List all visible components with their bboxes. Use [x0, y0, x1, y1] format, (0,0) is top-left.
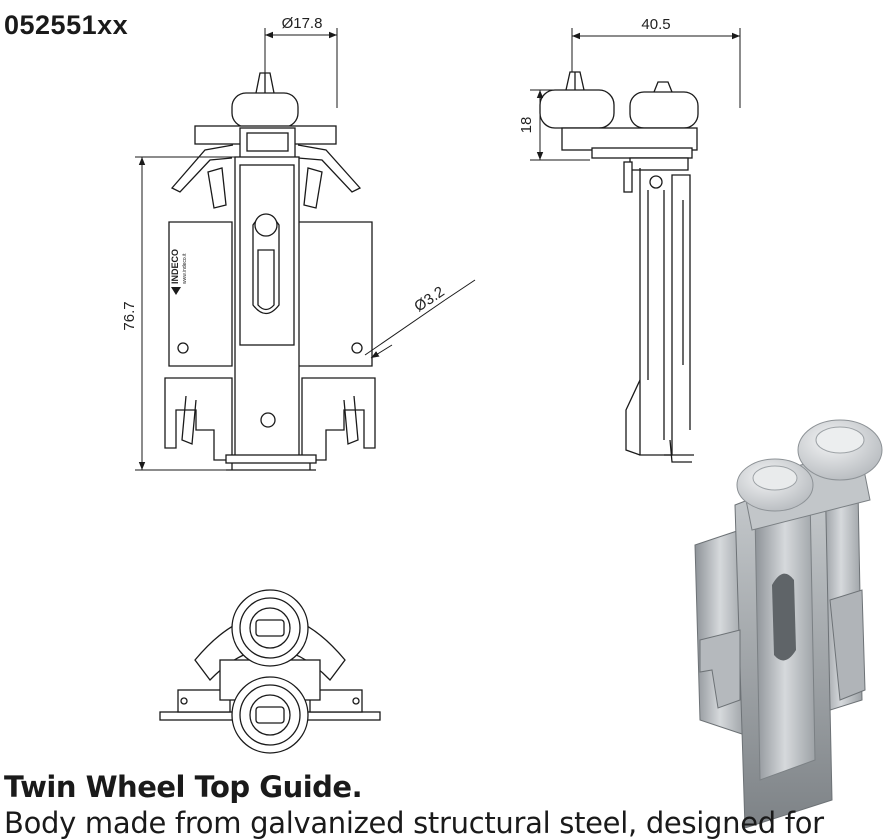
dim-height: 76.7: [121, 301, 138, 330]
front-view: [164, 72, 376, 471]
dim-wheel-diameter: Ø17.8: [282, 15, 323, 32]
top-view: [159, 589, 381, 754]
dim-wheel-height: 18: [518, 117, 535, 134]
product-render: [694, 419, 883, 828]
dim-width: 40.5: [641, 16, 670, 33]
brand-logo: INDECO www.indeco.it: [170, 249, 188, 295]
brand-logo-url: www.indeco.it: [182, 253, 188, 284]
part-number: 052551xx: [4, 10, 129, 40]
brand-logo-text: INDECO: [170, 249, 180, 284]
side-view-dimensions: [530, 28, 741, 161]
front-view-dimensions: [135, 28, 476, 471]
product-title: Twin Wheel Top Guide.: [4, 770, 363, 804]
side-view: [539, 71, 699, 463]
product-description: Body made from galvanized structural ste…: [4, 806, 824, 840]
